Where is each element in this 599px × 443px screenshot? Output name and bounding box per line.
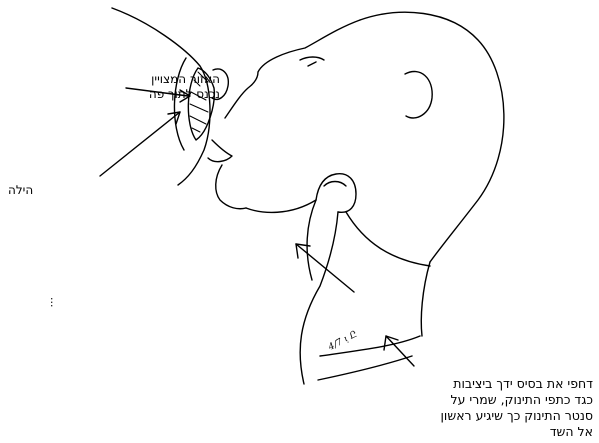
baby-ear — [405, 71, 432, 117]
instruction-line2: כגד כתפי התינוק, שמרי על — [396, 392, 593, 408]
label-area-line2: נכנס לתוך פה — [92, 87, 220, 102]
ellipsis-mark: ... — [51, 297, 58, 308]
baby-eye-lid — [308, 62, 316, 66]
instruction-line1: דחפי את בסיס ידך ביציבות — [396, 376, 593, 392]
mother-thumb — [316, 174, 356, 213]
instruction-line3: סנטר התינוק כך שיגיע ראשון — [396, 408, 593, 424]
arrow-areola — [100, 112, 180, 176]
label-areola: הילה — [8, 183, 68, 198]
mother-hand-lower — [346, 212, 430, 266]
label-area-line1: האזור המצויין — [92, 72, 220, 87]
label-instruction: דחפי את בסיס ידך ביציבות כגד כתפי התינוק… — [396, 376, 593, 440]
baby-eye — [300, 57, 324, 60]
arrow-push — [296, 244, 354, 292]
baby-back — [307, 200, 316, 280]
arrow-instruction — [386, 336, 414, 366]
thumb-nail — [324, 182, 346, 187]
baby-face-upper — [225, 20, 360, 118]
baby-head — [360, 12, 504, 262]
mother-hand — [300, 212, 338, 384]
baby-neck — [421, 262, 430, 336]
label-area-enters-mouth: האזור המצויין נכנס לתוך פה — [92, 72, 220, 102]
instruction-line4: אל השד — [396, 424, 593, 440]
baby-jaw — [246, 200, 316, 212]
baby-chin — [216, 165, 246, 209]
baby-mouth — [208, 140, 232, 162]
